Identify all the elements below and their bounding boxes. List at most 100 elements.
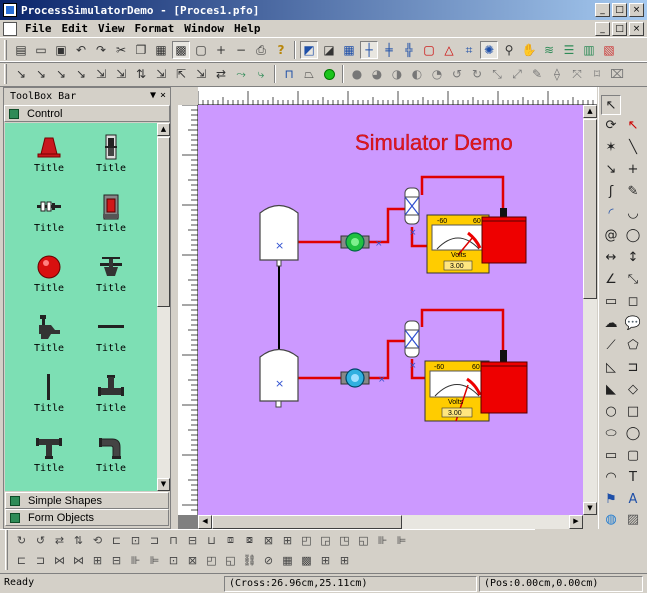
triangle-tool-icon[interactable]: ◣ [606,381,616,397]
menu-view[interactable]: View [98,22,125,35]
curve-tool-icon[interactable]: ◡ [627,205,639,221]
rotate-tool-icon[interactable]: ⟳ [605,117,617,133]
chord-icon[interactable]: ◠ [605,469,617,485]
arc-tool-icon[interactable]: ◜ [608,205,614,221]
upper-voltmeter[interactable]: -60 60 Volts 3.00 [426,214,490,274]
circle-tool-icon[interactable]: ○ [605,403,617,419]
rect-tool-icon[interactable]: ▭ [604,447,618,463]
diagram-canvas[interactable]: Simulator Demo × [198,105,583,515]
snap-obj-icon[interactable]: ▩ [301,553,312,567]
scroll-thumb[interactable] [212,515,402,529]
shape-op-1-icon[interactable]: ● [351,67,363,81]
palette-item[interactable]: Title [81,369,141,425]
toolbar-grip[interactable] [4,40,7,60]
zoom-out-icon[interactable]: − [235,43,247,57]
curve-connector-icon[interactable]: ↘ [55,67,67,81]
table-icon[interactable]: ⊞ [339,553,350,567]
bracket-icon[interactable]: ⊐ [627,359,639,375]
scroll-up-icon[interactable]: ▲ [157,123,170,136]
scale-icon[interactable]: ⤧ [572,66,582,81]
callout-cloud-icon[interactable]: ☁ [604,315,618,331]
pencil-icon[interactable]: ✎ [531,67,543,81]
closed-curve-icon[interactable]: ◺ [606,359,616,375]
move-front-icon[interactable]: ◰ [206,553,217,567]
lower-tank[interactable]: × [259,348,299,408]
doc-minimize-button[interactable]: _ [595,22,610,36]
cross-tool-icon[interactable]: + [627,161,639,177]
triangle-icon[interactable]: △ [444,43,454,57]
menu-help[interactable]: Help [234,22,261,35]
rect-select-icon[interactable]: ▢ [423,43,435,57]
scroll-down-icon[interactable]: ▼ [583,502,597,515]
palette-item[interactable]: Title [19,249,79,305]
palette-item[interactable]: Title [81,429,141,485]
unlock-icon[interactable]: ⊞ [282,533,293,547]
layers-icon[interactable]: ≋ [543,43,555,57]
toolbar-grip-4[interactable] [5,550,8,570]
distribute-h-icon[interactable]: ⊪ [130,553,141,567]
palette-item[interactable]: Title [81,309,141,365]
maximize-button[interactable]: □ [612,3,627,17]
rotate-right-icon[interactable]: ↻ [471,67,483,81]
section-control[interactable]: Control [4,105,170,122]
select-arrow-icon[interactable]: ↖ [601,95,621,115]
palette-item[interactable]: Title [19,369,79,425]
redo-icon[interactable]: ↷ [95,43,107,57]
horizontal-ruler[interactable] [197,87,597,105]
upper-tank[interactable]: × [259,204,299,267]
layout-icon[interactable]: ▩ [172,41,190,59]
palette-item[interactable]: Title [81,249,141,305]
center-v-icon[interactable]: ⋈ [73,553,84,567]
grid-icon[interactable]: ▦ [343,43,355,57]
picture-icon[interactable]: ▨ [626,511,640,527]
menu-window[interactable]: Window [184,22,224,35]
bring-front-icon[interactable]: ◰ [301,533,312,547]
rotate-90-icon[interactable]: ↻ [16,533,27,547]
lock-icon[interactable]: ⊠ [263,533,274,547]
section-form-objects[interactable]: Form Objects [5,509,169,526]
toolbox-close-icon[interactable]: × [159,90,166,101]
doc-restore-button[interactable]: □ [612,22,627,36]
flip-h-icon[interactable]: ⇄ [54,533,65,547]
zoom-in-icon[interactable]: + [215,43,227,57]
toolbox-dropdown-icon[interactable]: ▼ [149,90,156,101]
palette-item[interactable]: Title [19,429,79,485]
step-connector-icon[interactable]: ⇲ [115,67,127,81]
arrow-connector-icon[interactable]: ⇄ [215,67,227,81]
star-tool-icon[interactable]: ✶ [605,139,617,155]
polygon-icon[interactable]: ⬠ [627,337,639,353]
edit-node-icon[interactable]: ◪ [323,43,335,57]
unlink-icon[interactable]: ⊘ [263,553,274,567]
green-connector-icon[interactable]: ⤳ [236,66,246,81]
diamond-icon[interactable]: ◇ [628,381,638,397]
palette-item[interactable]: Title [19,129,79,185]
forward-icon[interactable]: ◳ [339,533,350,547]
node-edit-icon[interactable]: ↖ [627,117,639,133]
flag-icon[interactable]: ⚑ [605,491,617,507]
palette-item[interactable]: Title [81,189,141,245]
mirror-icon[interactable]: ⟠ [554,67,560,81]
speech-bubble-icon[interactable]: 💬 [624,315,642,331]
palette-item[interactable]: Title [19,189,79,245]
toolbar-grip-2[interactable] [4,64,7,84]
close-button[interactable]: × [629,3,644,17]
doc-close-button[interactable]: × [629,22,644,36]
palette-item[interactable]: Title [81,129,141,185]
toolbar-grip-3[interactable] [5,530,8,550]
align-left-icon[interactable]: ⊏ [111,533,122,547]
copy-icon[interactable]: ❐ [135,43,147,57]
arc-connector-icon[interactable]: ↘ [75,67,87,81]
page-icon[interactable]: ▢ [195,43,207,57]
green-curve-icon[interactable]: ⤷ [257,66,265,81]
text-tool-icon[interactable]: T [629,469,637,485]
rotate-270-icon[interactable]: ↺ [35,533,46,547]
font-a-icon[interactable]: A [628,491,638,507]
ungroup-icon[interactable]: ⌧ [610,67,624,81]
bezier-tool-icon[interactable]: ʃ [608,183,614,199]
app-icon[interactable] [3,3,17,17]
ruler-corner[interactable] [178,87,198,105]
green-dot-icon[interactable] [320,65,338,83]
shape-op-2-icon[interactable]: ◕ [371,67,383,81]
document-icon[interactable] [3,21,17,36]
space-v-icon[interactable]: ⊫ [396,533,407,547]
